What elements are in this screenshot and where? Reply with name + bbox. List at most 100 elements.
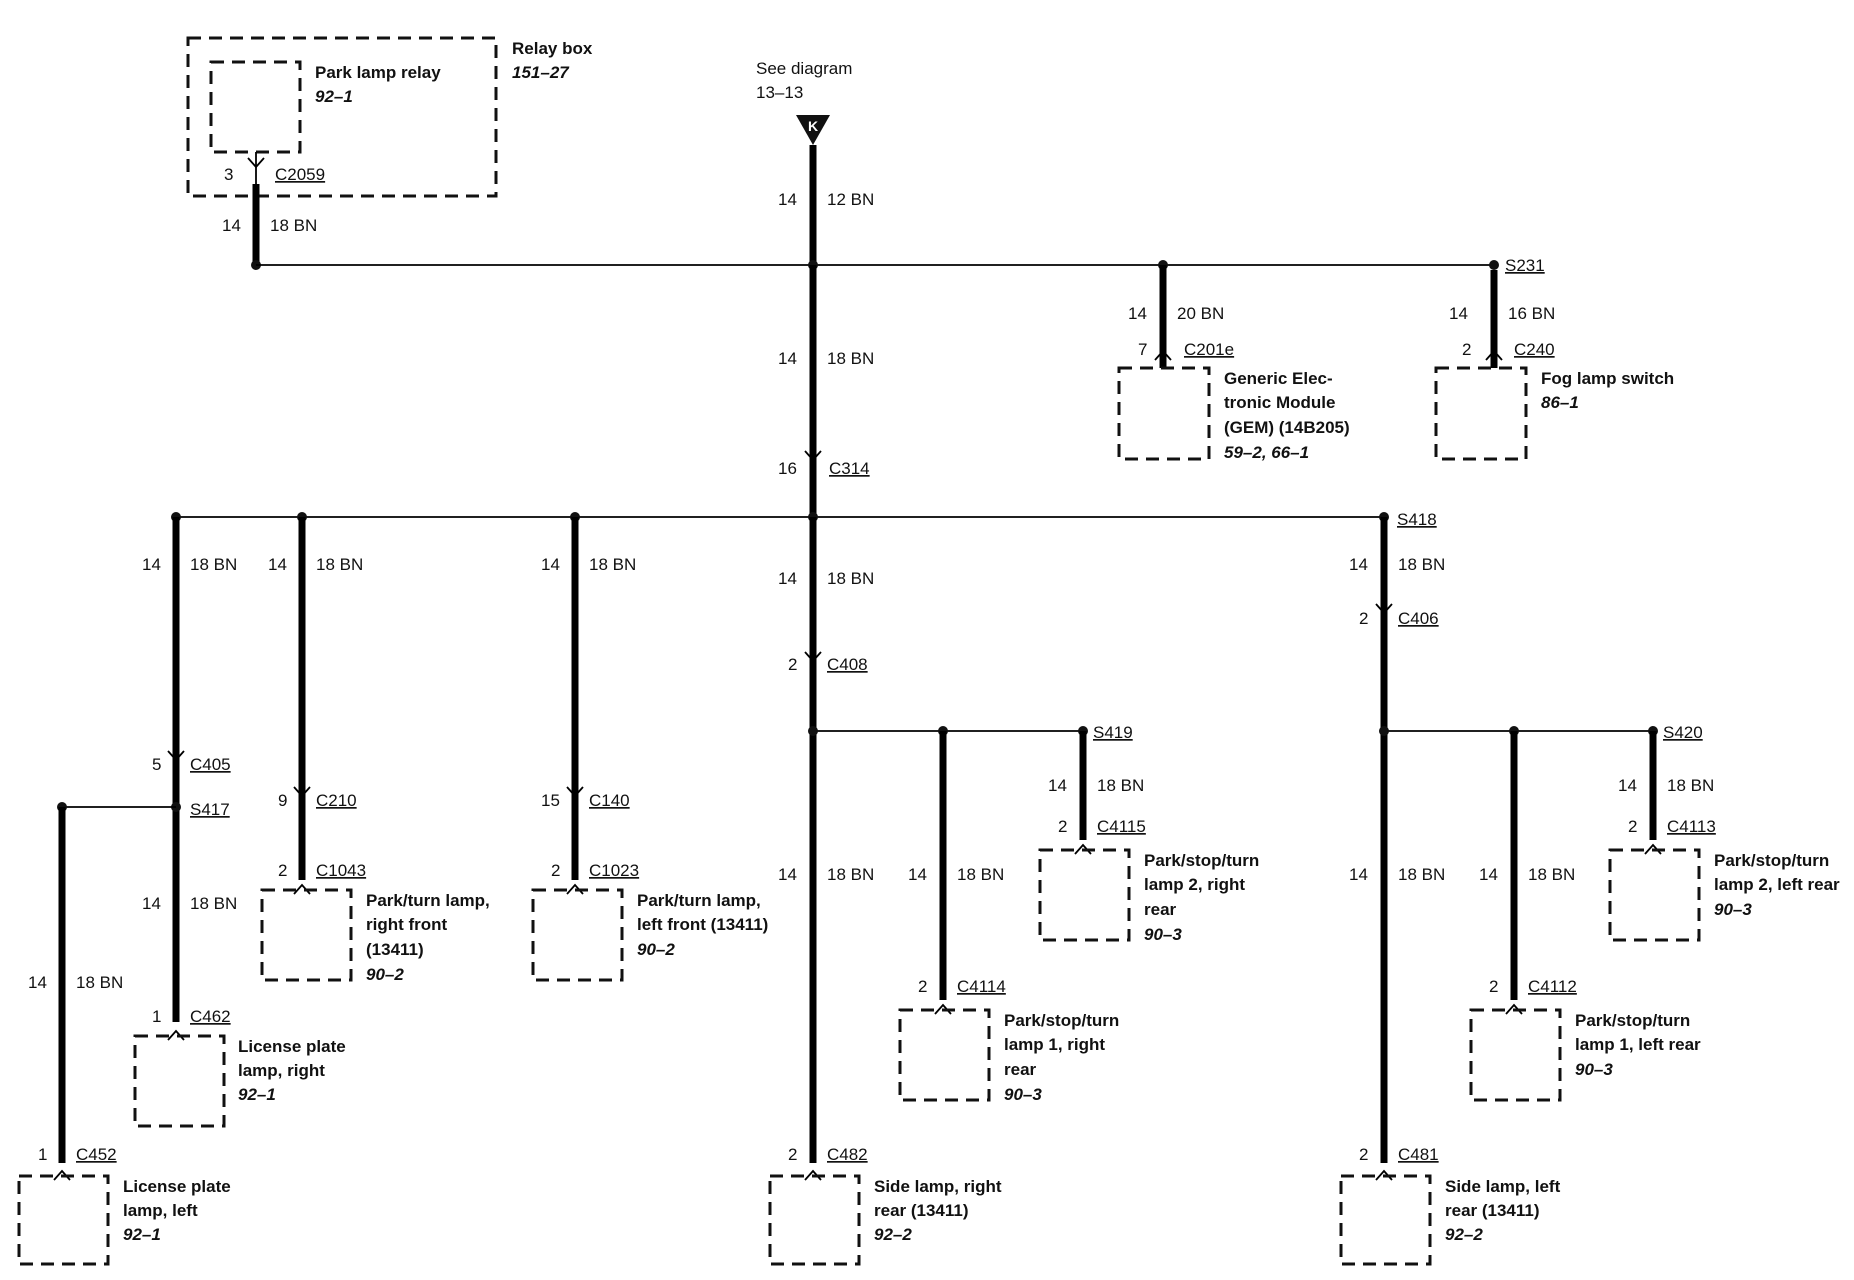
lr-lamp2-ref: 90–3: [1714, 900, 1752, 919]
c408-name: C408: [827, 655, 868, 674]
c452-wire-number: 14: [28, 973, 47, 992]
c4113-wire-number: 14: [1618, 776, 1637, 795]
rf-lamp-line1: Park/turn lamp,: [366, 891, 490, 910]
rr-lamp2-outline: [1038, 848, 1131, 942]
gem-outline: [1117, 366, 1211, 461]
rr-lamp2-ref: 90–3: [1144, 925, 1182, 944]
lr-bus-dot-main: [1379, 726, 1389, 736]
license-lamp-left-line2: lamp, left: [123, 1201, 198, 1220]
c406-pin: 2: [1359, 609, 1368, 628]
c4112-wire-number: 14: [1479, 865, 1498, 884]
fog-terminal: [1485, 349, 1503, 361]
lr-lamp1-line1: Park/stop/turn: [1575, 1011, 1690, 1030]
side-lamp-lr-outline: [1339, 1174, 1432, 1266]
relay-box-ref: 151–27: [512, 63, 570, 82]
rf-lamp-line2: right front: [366, 915, 448, 934]
c1023-pin: 2: [551, 861, 560, 880]
rf-wire-number: 14: [268, 555, 287, 574]
c4112-wire-gauge: 18 BN: [1528, 865, 1575, 884]
rf-lamp-outline: [260, 888, 353, 982]
rr-lamp1-line3: rear: [1004, 1060, 1037, 1079]
gem-terminal: [1154, 349, 1172, 361]
c4112-name: C4112: [1528, 977, 1577, 996]
license-lamp-left-line1: License plate: [123, 1177, 231, 1196]
c4115-wire-gauge: 18 BN: [1097, 776, 1144, 795]
top-feed-wire-gauge: 12 BN: [827, 190, 874, 209]
rf-wire-gauge: 18 BN: [316, 555, 363, 574]
relay-wire-gauge: 18 BN: [270, 216, 317, 235]
rr-lamp1-ref: 90–3: [1004, 1085, 1042, 1104]
c405-pin: 5: [152, 755, 161, 774]
c4114-name: C4114: [957, 977, 1006, 996]
c481-name: C481: [1398, 1145, 1439, 1164]
see-diagram-label: See diagram: [756, 59, 852, 78]
c481-wire-number: 14: [1349, 865, 1368, 884]
fog-wire-number: 14: [1449, 304, 1468, 323]
side-lamp-rr-line2: rear (13411): [874, 1201, 969, 1220]
lr-lamp2-outline: [1608, 848, 1701, 942]
c452-wire-gauge: 18 BN: [76, 973, 123, 992]
relay-pin-number: 3: [224, 165, 233, 184]
park-lamp-relay-title: Park lamp relay: [315, 63, 441, 82]
c4112-pin: 2: [1489, 977, 1498, 996]
connection-k-marker-icon: [796, 115, 830, 145]
c462-wire-number: 14: [142, 894, 161, 913]
c482-pin: 2: [788, 1145, 797, 1164]
lf-wire-number: 14: [541, 555, 560, 574]
lr-lamp2-line2: lamp 2, left rear: [1714, 875, 1840, 894]
gem-line3: (GEM) (14B205): [1224, 418, 1350, 437]
license-lamp-left-ref: 92–1: [123, 1225, 161, 1244]
c4114-wire-gauge: 18 BN: [957, 865, 1004, 884]
lr-lamp1-outline: [1469, 1008, 1562, 1102]
gem-line2: tronic Module: [1224, 393, 1335, 412]
main-wire-number: 14: [778, 349, 797, 368]
side-lamp-rr-ref: 92–2: [874, 1225, 912, 1244]
c462-wire-gauge: 18 BN: [190, 894, 237, 913]
fog-title: Fog lamp switch: [1541, 369, 1674, 388]
c408-pin: 2: [788, 655, 797, 674]
rr-wire-gauge: 18 BN: [827, 569, 874, 588]
side-lamp-rr-line1: Side lamp, right: [874, 1177, 1002, 1196]
rf-lamp-line3: (13411): [366, 940, 424, 959]
fog-ref: 86–1: [1541, 393, 1579, 412]
c140-name: C140: [589, 791, 630, 810]
s417-name: S417: [190, 800, 230, 819]
relay-wire-number: 14: [222, 216, 241, 235]
s419-name: S419: [1093, 723, 1133, 742]
lf-lamp-ref: 90–2: [637, 940, 675, 959]
c210-terminal: [293, 786, 311, 798]
fog-wire-gauge: 16 BN: [1508, 304, 1555, 323]
relay-pin-terminal: [247, 157, 265, 169]
park-lamp-relay-outline: [209, 60, 302, 154]
license-lamp-right-line1: License plate: [238, 1037, 346, 1056]
relay-box-outline: [186, 36, 498, 198]
c140-terminal: [566, 786, 584, 798]
gem-pin: 7: [1138, 340, 1147, 359]
c482-wire-gauge: 18 BN: [827, 865, 874, 884]
c481-pin: 2: [1359, 1145, 1368, 1164]
s420-name: S420: [1663, 723, 1703, 742]
license-lamp-right-line2: lamp, right: [238, 1061, 325, 1080]
c406-terminal: [1375, 603, 1393, 615]
c314-pin: 16: [778, 459, 797, 478]
c4113-name: C4113: [1667, 817, 1716, 836]
c314-name: C314: [829, 459, 870, 478]
c462-pin: 1: [152, 1007, 161, 1026]
lf-lamp-line1: Park/turn lamp,: [637, 891, 761, 910]
fog-outline: [1434, 366, 1528, 461]
c482-name: C482: [827, 1145, 868, 1164]
c4115-name: C4115: [1097, 817, 1146, 836]
side-lamp-lr-ref: 92–2: [1445, 1225, 1483, 1244]
c210-pin: 9: [278, 791, 287, 810]
c452-name: C452: [76, 1145, 117, 1164]
s418-name: S418: [1397, 510, 1437, 529]
rr-wire-number: 14: [778, 569, 797, 588]
side-lamp-lr-line2: rear (13411): [1445, 1201, 1540, 1220]
rr-lamp1-line1: Park/stop/turn: [1004, 1011, 1119, 1030]
rr-bus-dot-main: [808, 726, 818, 736]
rr-lamp1-outline: [898, 1008, 991, 1102]
lr-wire-number: 14: [1349, 555, 1368, 574]
c452-pin: 1: [38, 1145, 47, 1164]
c4113-pin: 2: [1628, 817, 1637, 836]
